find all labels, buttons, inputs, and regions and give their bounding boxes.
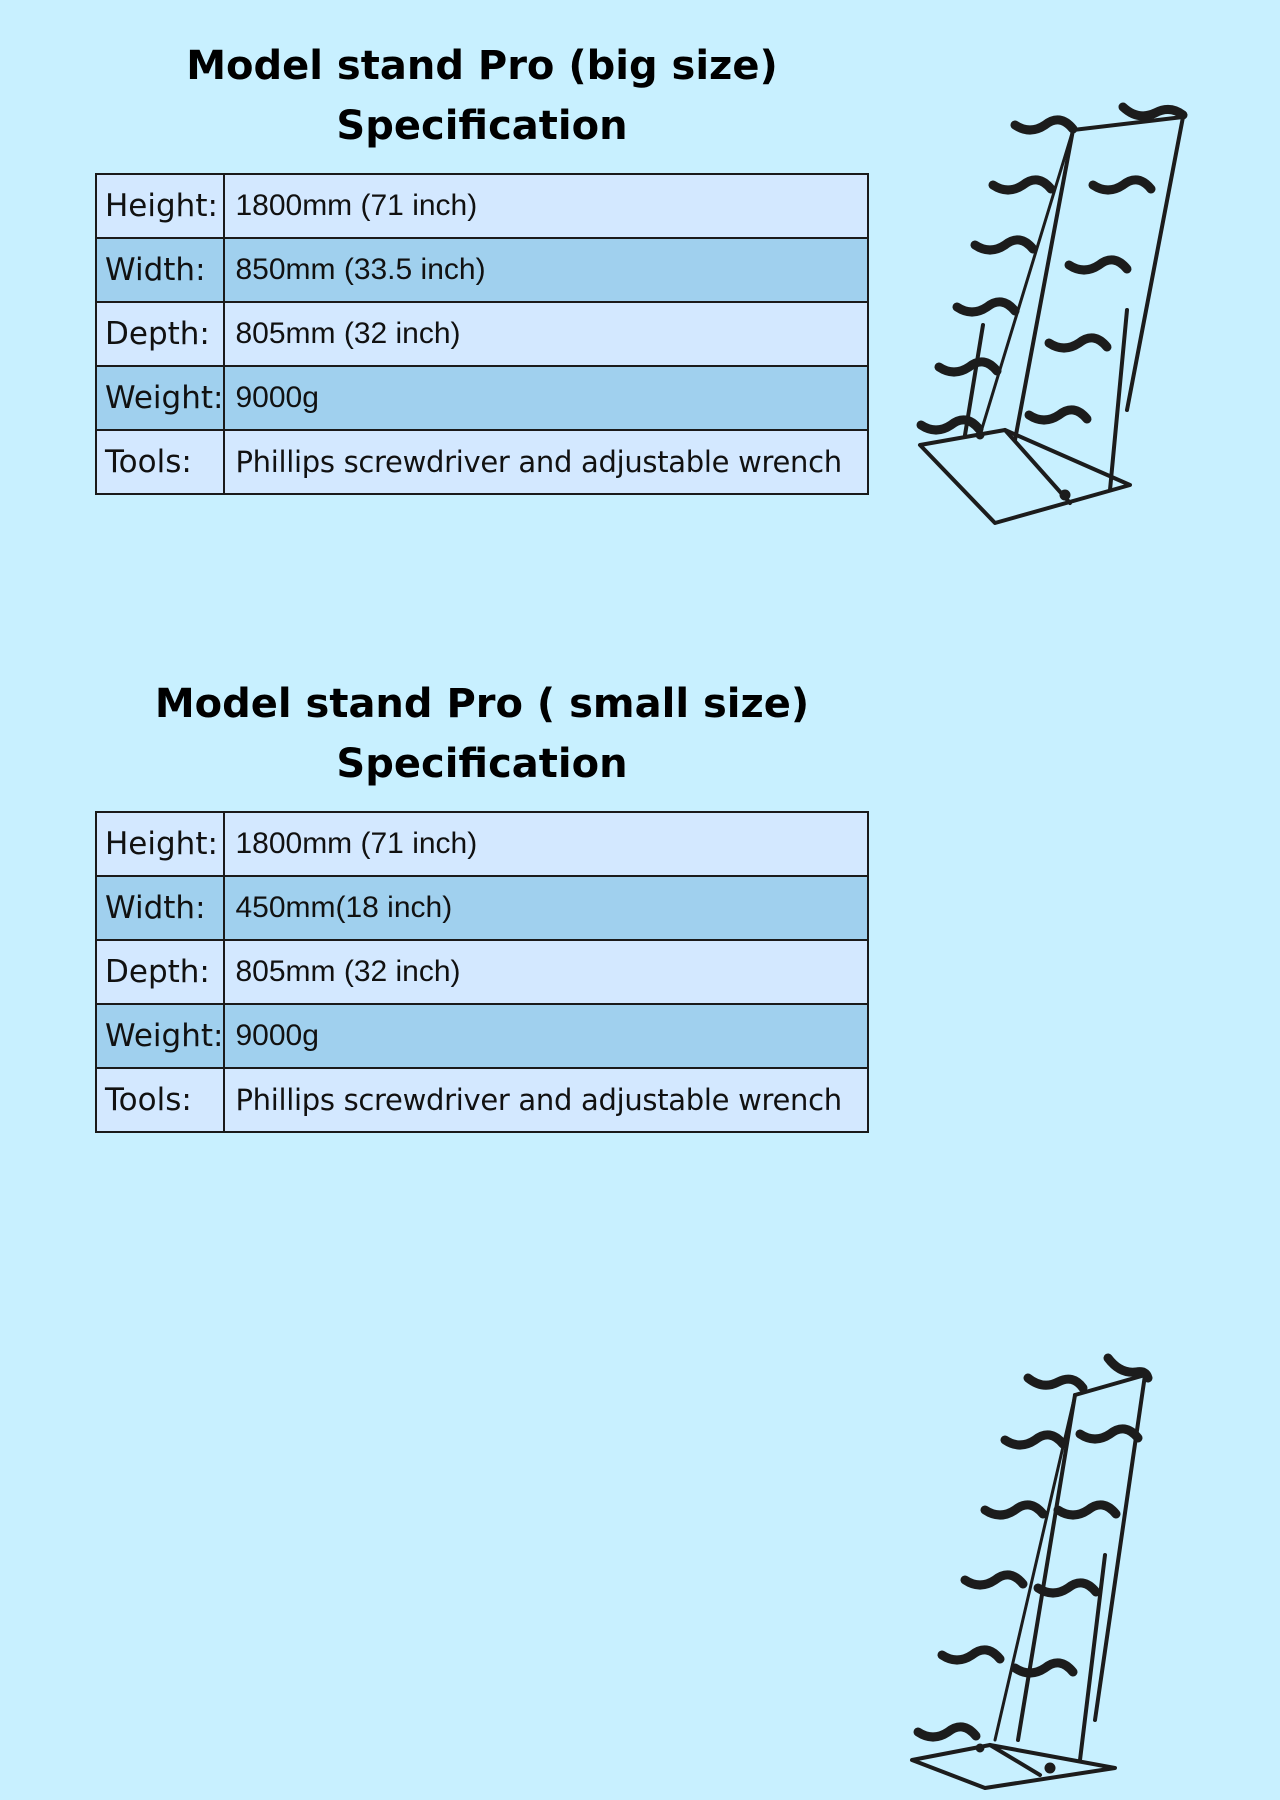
spec-row-depth: Depth: 805mm (32 inch) [94,301,869,367]
spec-value: 9000g [223,1003,869,1069]
spec-label: Height: [94,173,226,239]
spec-value: 1800mm (71 inch) [223,173,869,239]
section-title: Model stand Pro (big size) Specification [95,36,869,156]
title-line-specification: Specification [336,741,628,787]
spec-value: 805mm (32 inch) [223,939,869,1005]
spec-value: Phillips screwdriver and adjustable wren… [223,1067,869,1133]
spec-label: Tools: [94,1067,226,1133]
spec-label: Width: [94,237,226,303]
spec-label: Width: [94,875,226,941]
spec-row-tools: Tools: Phillips screwdriver and adjustab… [94,429,869,495]
spec-row-height: Height: 1800mm (71 inch) [94,173,869,239]
spec-value: 9000g [223,365,869,431]
spec-label: Weight: [94,1003,226,1069]
section-title: Model stand Pro ( small size) Specificat… [95,674,869,794]
spec-row-weight: Weight: 9000g [94,1003,869,1069]
spec-value: 1800mm (71 inch) [223,811,869,877]
spec-row-height: Height: 1800mm (71 inch) [94,811,869,877]
title-line-model: Model stand Pro ( small size) [154,681,810,727]
spec-label: Height: [94,811,226,877]
spec-row-weight: Weight: 9000g [94,365,869,431]
spec-table: Height: 1800mm (71 inch) Width: 850mm (3… [94,173,869,495]
spec-label: Depth: [94,301,226,367]
spec-value: 450mm(18 inch) [223,875,869,941]
spec-value: Phillips screwdriver and adjustable wren… [223,429,869,495]
spec-value: 850mm (33.5 inch) [223,237,869,303]
spec-table: Height: 1800mm (71 inch) Width: 450mm(18… [94,811,869,1133]
spec-row-width: Width: 850mm (33.5 inch) [94,237,869,303]
spec-label: Depth: [94,939,226,1005]
spec-row-depth: Depth: 805mm (32 inch) [94,939,869,1005]
spec-row-width: Width: 450mm(18 inch) [94,875,869,941]
title-line-model: Model stand Pro (big size) [186,43,778,89]
spec-label: Tools: [94,429,226,495]
big-size-stand-illustration [916,102,1188,525]
small-size-stand-illustration [910,1353,1153,1790]
spec-label: Weight: [94,365,226,431]
spec-row-tools: Tools: Phillips screwdriver and adjustab… [94,1067,869,1133]
spec-value: 805mm (32 inch) [223,301,869,367]
title-line-specification: Specification [336,103,628,149]
